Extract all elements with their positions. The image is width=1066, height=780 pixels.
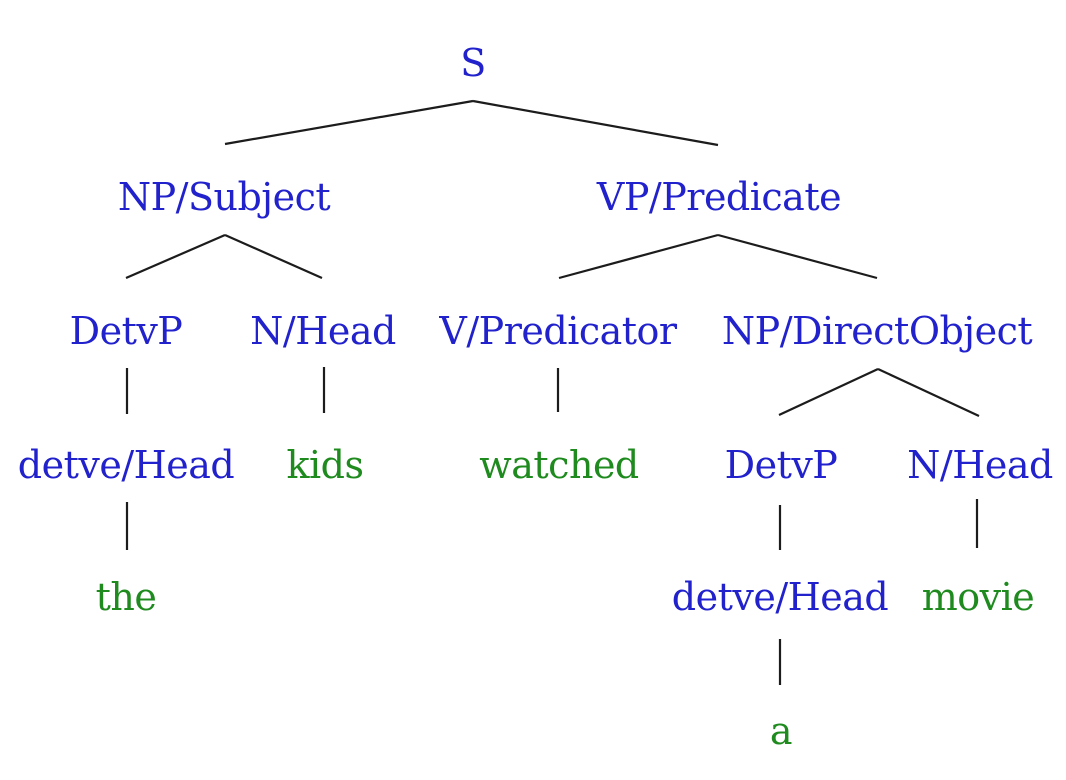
edge-np-directobject-detvp xyxy=(778,368,879,416)
node-word-the: the xyxy=(95,575,157,619)
edge-vp-predicate-v-predicator xyxy=(558,233,719,280)
node-detvp-left: DetvP xyxy=(69,309,183,353)
node-np-subject: NP/Subject xyxy=(117,175,331,219)
node-word-a: a xyxy=(769,709,793,753)
node-detvp-right: DetvP xyxy=(724,443,838,487)
edge-vp-predicate-np-directobject xyxy=(717,233,878,280)
node-n-head-right: N/Head xyxy=(907,443,1053,487)
node-np-directobject: NP/DirectObject xyxy=(721,309,1033,353)
node-vp-predicate: VP/Predicate xyxy=(596,175,842,219)
node-detve-head-right: detve/Head xyxy=(671,575,889,619)
node-word-movie: movie xyxy=(921,575,1035,619)
node-word-watched: watched xyxy=(479,443,639,487)
node-word-kids: kids xyxy=(286,443,364,487)
edge-s-vp-predicate xyxy=(472,99,719,147)
node-detve-head-left: detve/Head xyxy=(17,443,235,487)
edge-s-np-subject xyxy=(224,99,474,146)
edge-np-subject-detvp xyxy=(125,233,226,280)
node-v-predicator: V/Predicator xyxy=(439,309,677,353)
node-s: S xyxy=(460,41,486,85)
edge-np-directobject-n-head xyxy=(877,368,980,417)
edge-np-subject-n-head xyxy=(224,233,323,280)
node-n-head-left: N/Head xyxy=(250,309,396,353)
